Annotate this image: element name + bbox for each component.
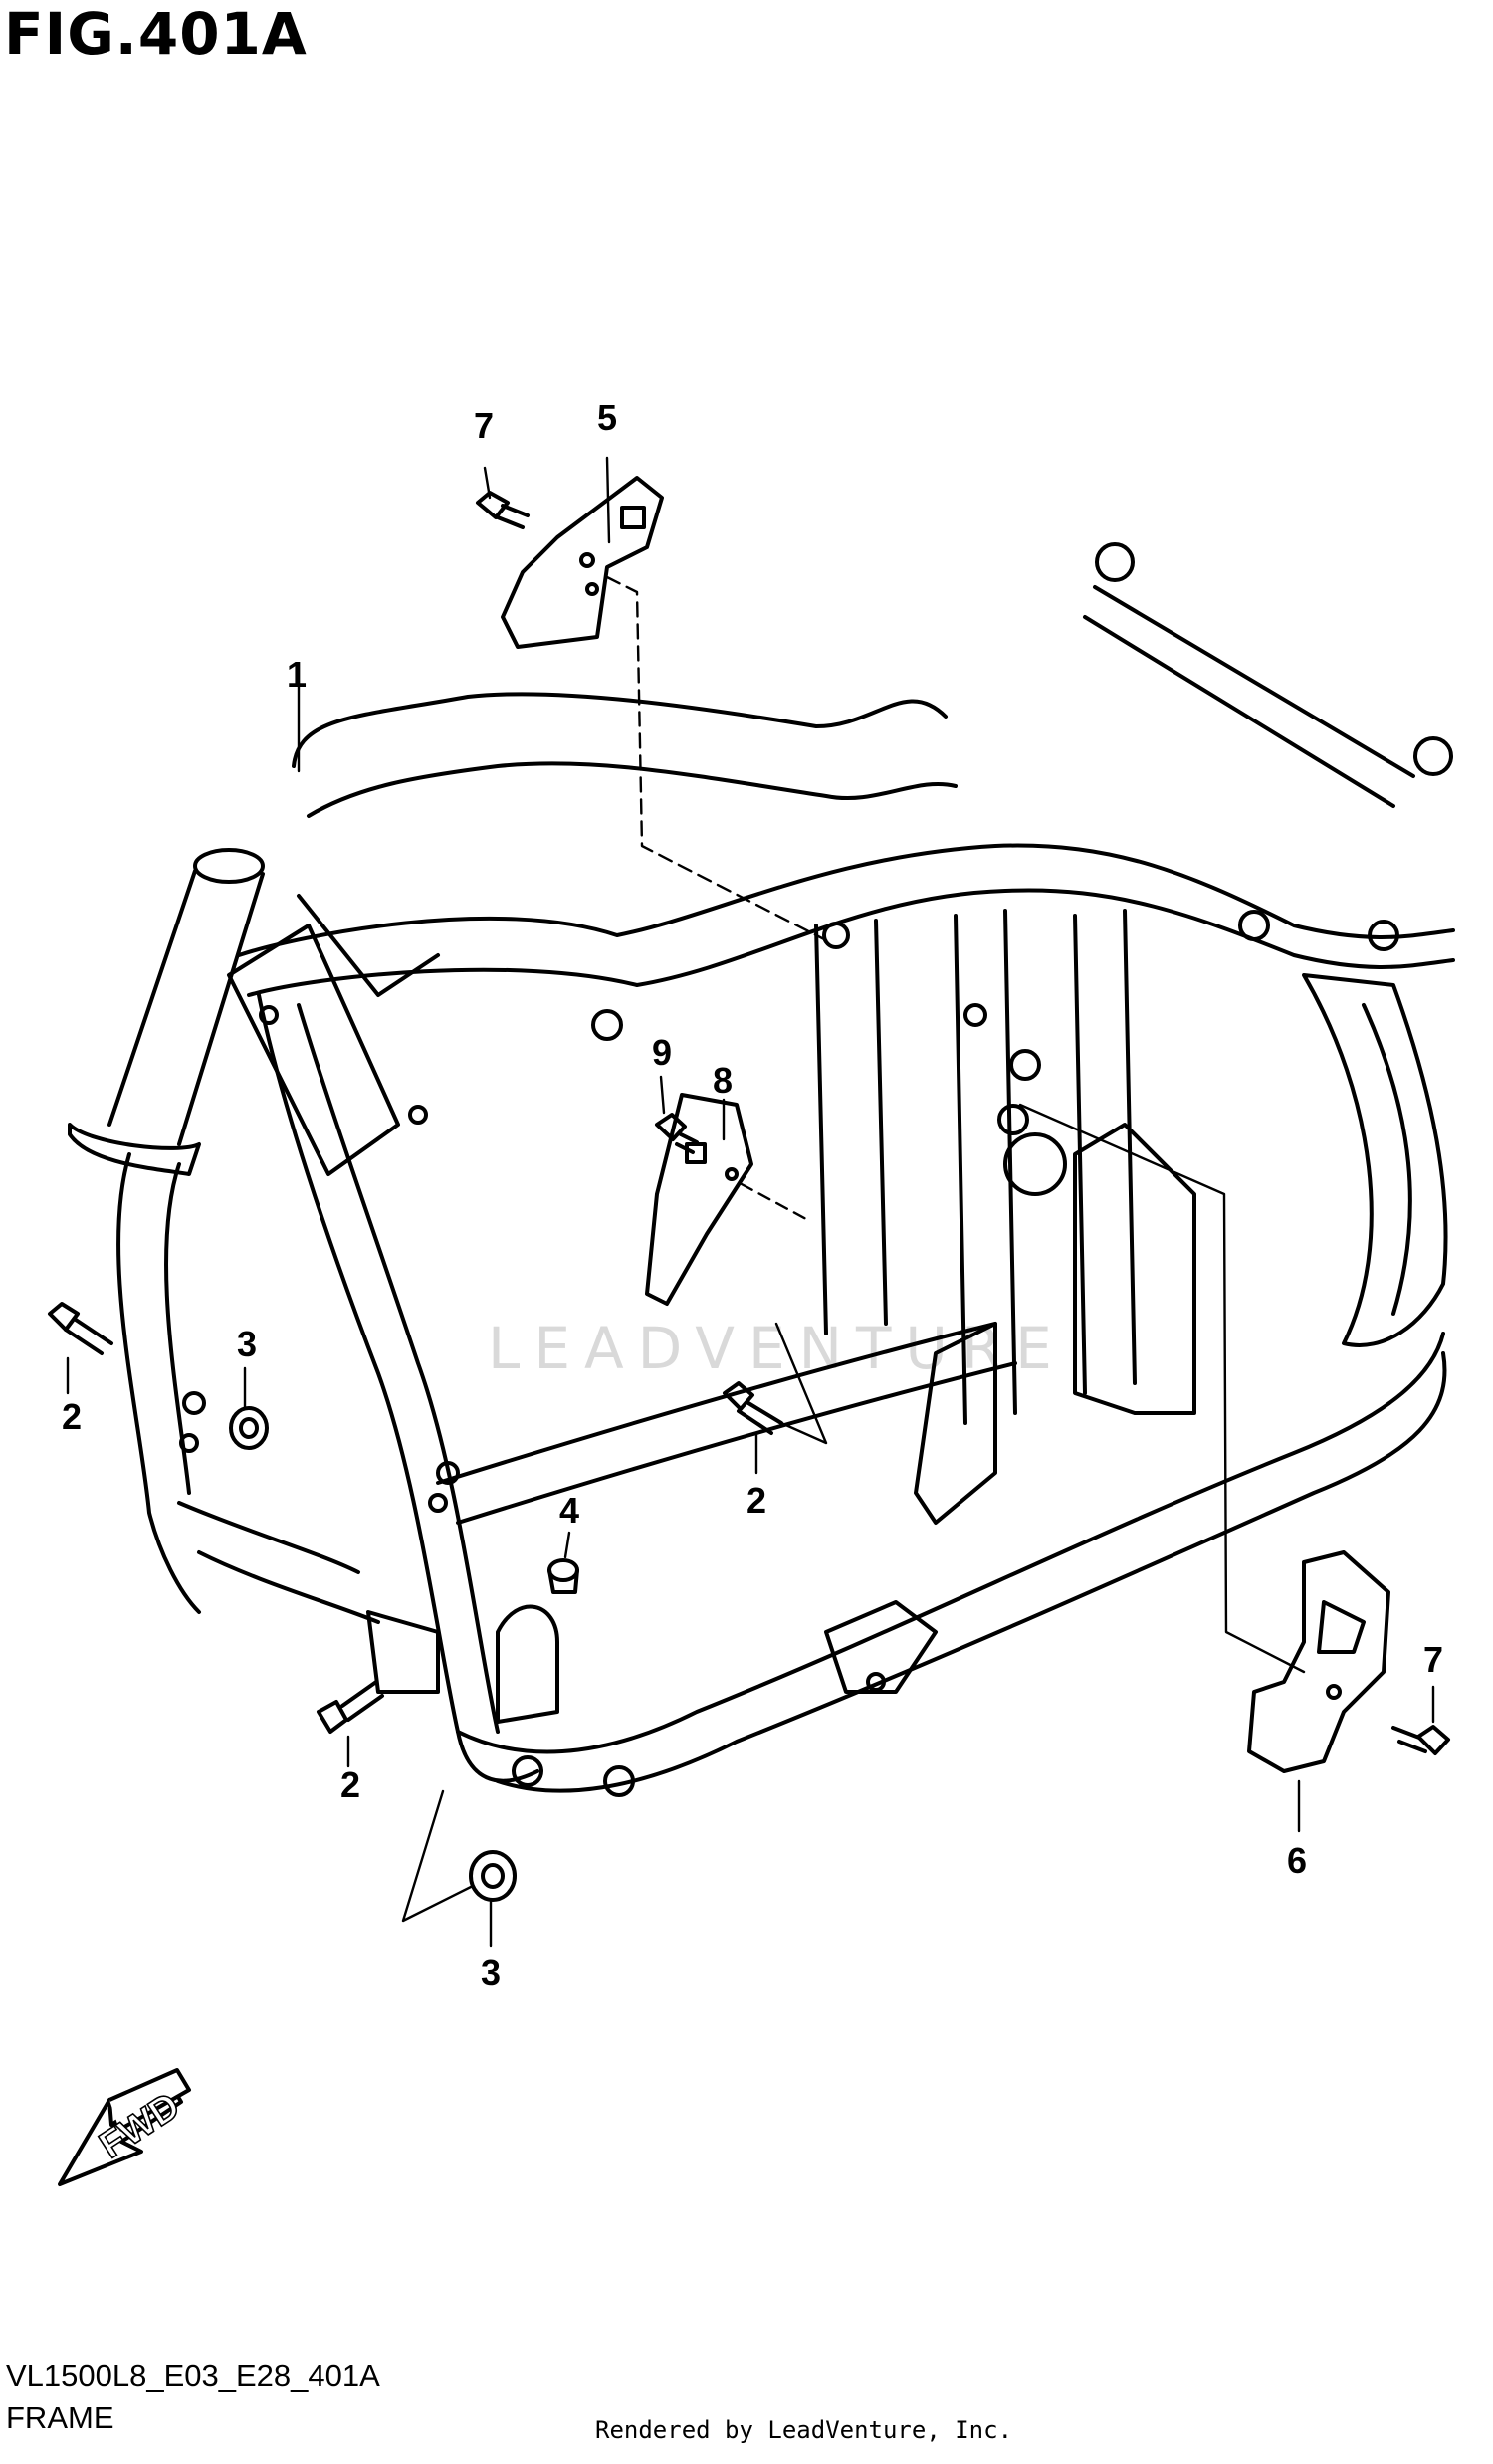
callout-3-bottom: 3	[481, 1952, 501, 1993]
callout-2-center: 2	[746, 1480, 766, 1521]
leader-lines	[66, 456, 1435, 1948]
callout-9: 9	[652, 1032, 672, 1073]
bracket-part-5	[501, 476, 664, 649]
bolt-part-2-left	[48, 1302, 113, 1355]
callout-3-left: 3	[237, 1324, 257, 1364]
bolt-part-2-bottom	[317, 1680, 384, 1734]
callout-1: 1	[287, 654, 307, 695]
render-credit: Rendered by LeadVenture, Inc.	[595, 2416, 1013, 2444]
bolt-part-7-right	[1391, 1725, 1450, 1755]
nut-part-3-bottom	[469, 1850, 517, 1902]
forward-arrow-icon: FWD	[58, 2068, 191, 2186]
bracket-part-8	[645, 1093, 753, 1306]
callout-2-bottom: 2	[340, 1764, 360, 1805]
plug-part-4	[547, 1558, 579, 1594]
bracket-part-6	[1247, 1550, 1390, 1773]
figure-title: FIG.401A	[4, 0, 308, 68]
main-frame-part	[68, 542, 1455, 1797]
callout-5: 5	[597, 397, 617, 438]
callout-7-top: 7	[474, 405, 494, 446]
bolt-part-2-center	[723, 1381, 783, 1435]
watermark-text: LEADVENTURE	[488, 1315, 1066, 1382]
callout-8: 8	[713, 1060, 733, 1101]
nut-part-3-left	[229, 1406, 269, 1450]
bolt-part-7-top	[476, 491, 530, 529]
callout-6: 6	[1287, 1840, 1307, 1881]
model-code: VL1500L8_E03_E28_401A	[6, 2359, 380, 2393]
callout-4: 4	[559, 1490, 579, 1531]
callout-2-left: 2	[62, 1396, 82, 1437]
bolt-part-9	[655, 1113, 699, 1154]
callout-7-right: 7	[1423, 1639, 1443, 1680]
section-name: FRAME	[6, 2400, 114, 2435]
